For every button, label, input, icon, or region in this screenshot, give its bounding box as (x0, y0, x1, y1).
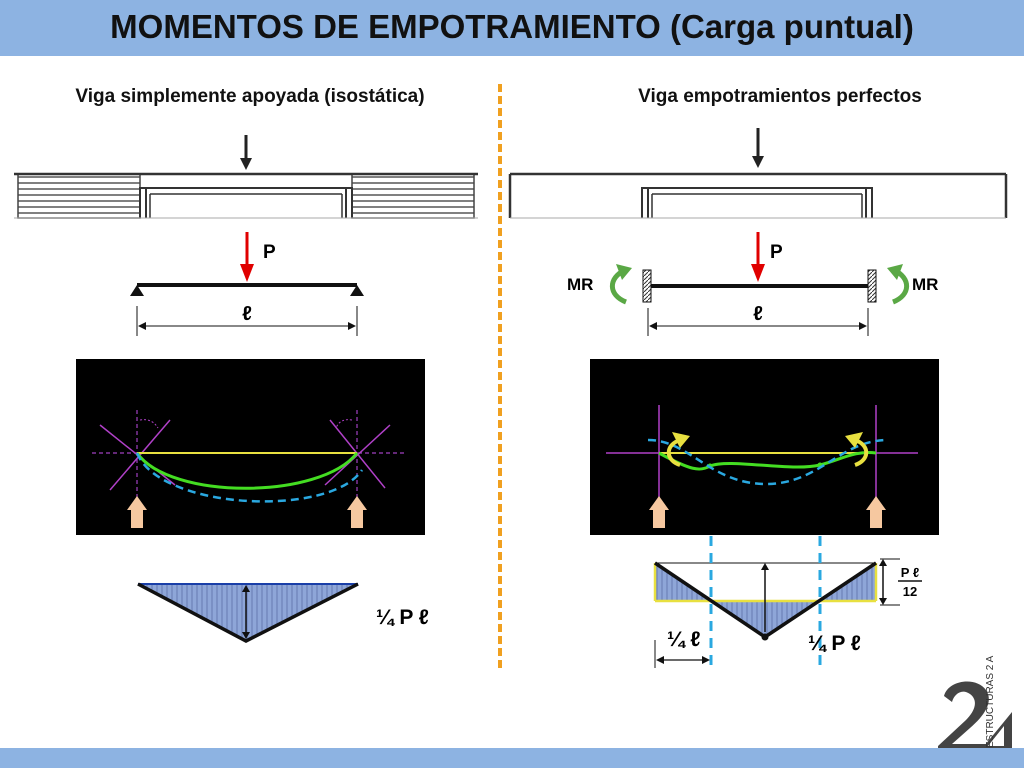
left-moment-value: ¼ P ℓ (376, 606, 429, 629)
right-moment-diagram (653, 536, 922, 668)
right-load-label: P (770, 242, 783, 263)
right-frame-sketch (508, 172, 1008, 219)
right-fixed-support (867, 269, 877, 303)
left-fixed-support (642, 269, 652, 303)
left-load-label: P (263, 242, 276, 263)
left-top-load-arrow (240, 135, 252, 170)
right-support-roller (350, 285, 364, 296)
right-deflection-panel (590, 359, 939, 535)
right-subtitle: Viga empotramientos perfectos (638, 86, 922, 107)
footer-bar (0, 748, 1024, 768)
fraction-numerator: P ℓ (901, 565, 919, 580)
left-moment-label: MR (567, 275, 593, 294)
center-divider (498, 84, 502, 668)
fraction-denominator: 12 (903, 584, 917, 599)
logo-text: ESTRUCTURAS 2 A (985, 655, 996, 748)
right-moment-value: ¼ P ℓ (808, 632, 861, 655)
left-span-label: ℓ (242, 303, 252, 325)
left-frame-sketch (14, 172, 478, 219)
left-load-arrow (240, 232, 254, 282)
right-load-arrow (751, 232, 765, 282)
left-moment-diagram (137, 582, 359, 643)
right-span-dimension (647, 308, 869, 336)
left-deflection-panel (76, 359, 425, 535)
estructuras-logo (938, 681, 1012, 756)
title-bar (0, 0, 1024, 56)
left-subtitle: Viga simplemente apoyada (isostática) (75, 86, 425, 107)
right-top-load-arrow (752, 128, 764, 168)
right-span-label: ℓ (753, 303, 763, 325)
left-support-pin (130, 285, 144, 296)
left-moment-arrow-icon (609, 264, 632, 305)
left-span-dimension (136, 306, 358, 336)
right-moment-arrow-icon (887, 264, 910, 305)
right-moment-label: MR (912, 275, 938, 294)
page-title: MOMENTOS DE EMPOTRAMIENTO (Carga puntual… (110, 8, 914, 45)
quarter-span-label: ¼ ℓ (667, 628, 701, 651)
